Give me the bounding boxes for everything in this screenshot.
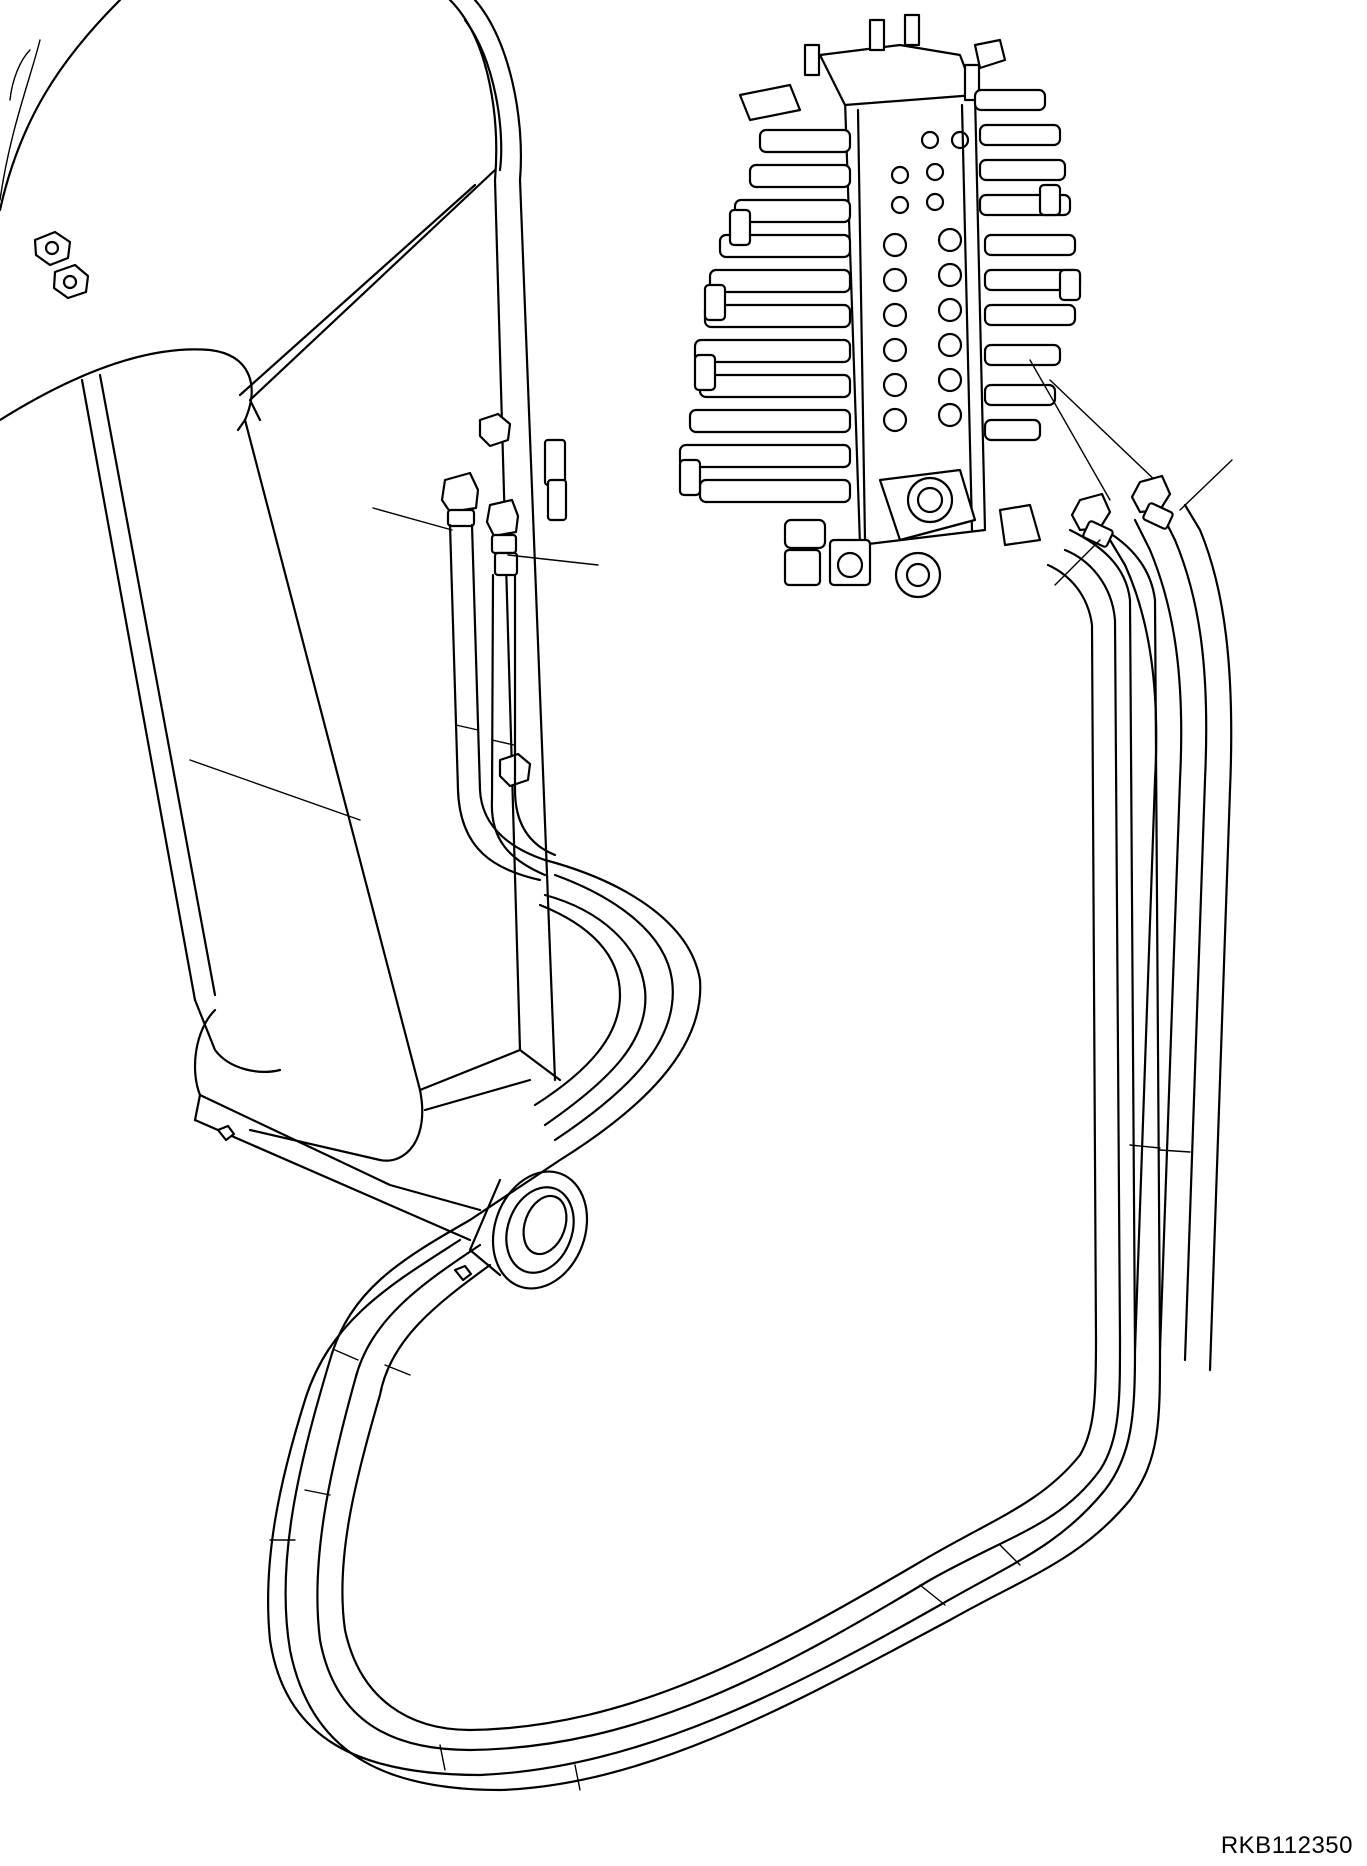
valve-spools-left bbox=[678, 128, 852, 550]
left-hose-pair bbox=[440, 471, 702, 1222]
boom-structure bbox=[0, 0, 589, 1290]
valve-spools-right bbox=[973, 88, 1082, 442]
valve-ports bbox=[882, 130, 970, 433]
long-hose-loop bbox=[267, 474, 1233, 1792]
figure-code: RKB112350 bbox=[1220, 1832, 1353, 1859]
control-valve-assembly bbox=[678, 13, 1161, 599]
leader-lines bbox=[372, 459, 1233, 586]
